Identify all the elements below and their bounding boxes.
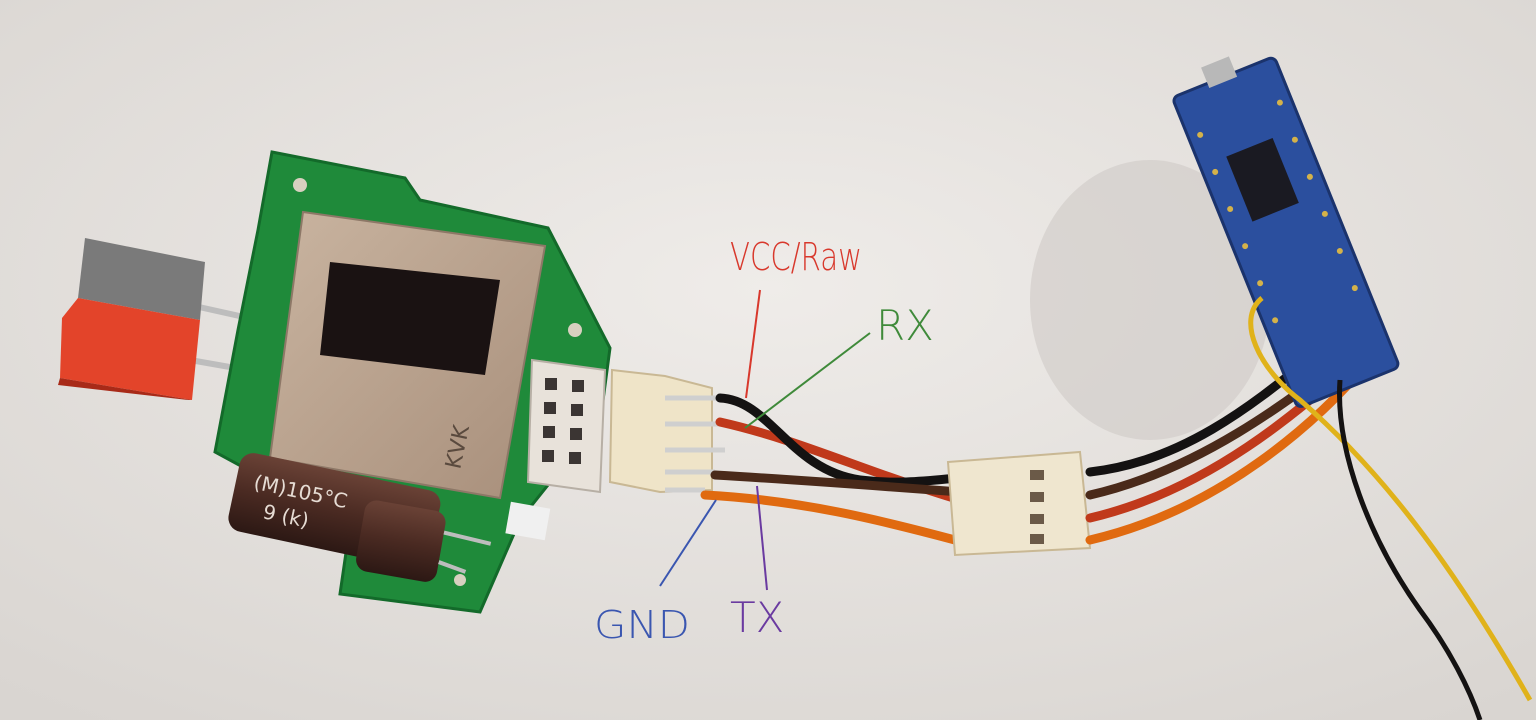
label-vcc-raw: VCC/Raw	[730, 235, 862, 279]
middle-connector	[946, 450, 1092, 557]
pin-header	[526, 358, 725, 494]
annotation-rx: RX	[744, 301, 934, 429]
annotation-tx: TX	[730, 485, 784, 642]
annotation-vcc: VCC/Raw	[730, 235, 862, 399]
label-rx: RX	[876, 301, 934, 350]
metal-shield: KVK	[268, 210, 547, 500]
label-tx: TX	[730, 593, 784, 642]
wire-black-lead	[1337, 379, 1483, 720]
wire-bundle-left	[700, 393, 965, 545]
annotation-gnd: GND	[594, 499, 717, 647]
shadow	[1030, 160, 1270, 440]
label-gnd: GND	[594, 603, 690, 647]
capacitor-small	[356, 500, 492, 582]
arduino-board	[1172, 56, 1400, 408]
wire-yellow	[1248, 296, 1533, 702]
